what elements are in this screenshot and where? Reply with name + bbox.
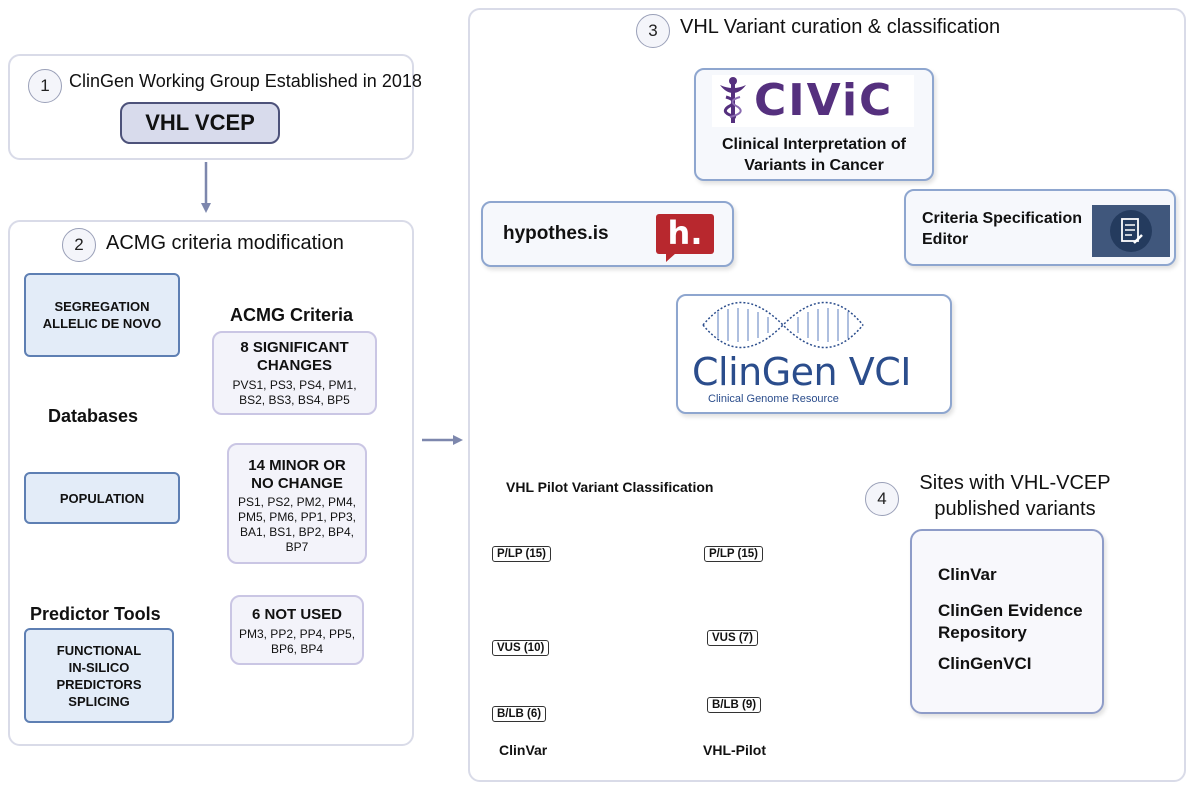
not-used-codes: PM3, PP2, PP4, PP5, BP6, BP4: [238, 627, 356, 656]
sankey-title: VHL Pilot Variant Classification: [506, 479, 714, 495]
cse-label: Criteria Specification Editor: [922, 210, 1083, 248]
civic-box: CIViC Clinical Interpretation of Variant…: [694, 68, 934, 181]
significant-changes-box: 8 SIGNIFICANT CHANGES PVS1, PS3, PS4, PM…: [212, 331, 377, 415]
clingen-vci-wordmark: ClinGen VCI: [692, 350, 911, 394]
civic-logo: CIViC: [712, 75, 914, 127]
right-label-plp: P/LP (15): [704, 546, 763, 562]
cse-box: Criteria Specification Editor: [904, 189, 1176, 266]
vhl-vcep-badge: VHL VCEP: [120, 102, 280, 144]
hypothesis-box: hypothes.is h.: [481, 201, 734, 267]
acmg-criteria-title: ACMG Criteria: [230, 305, 354, 325]
significant-changes-title: 8 SIGNIFICANT CHANGES: [240, 339, 349, 374]
right-label-vus: VUS (7): [707, 630, 758, 646]
hypothesis-logo-icon: h.: [656, 214, 714, 262]
step3-heading: VHL Variant curation & classification: [680, 16, 1001, 38]
civic-description: Clinical Interpretation of Variants in C…: [721, 136, 906, 174]
significant-changes-codes: PVS1, PS3, PS4, PM1, BS2, BS3, BS4, BP5: [232, 378, 357, 407]
caduceus-icon: [720, 77, 746, 123]
step2-heading: ACMG criteria modification: [106, 232, 344, 254]
step1-heading: ClinGen Working Group Established in 201…: [69, 71, 422, 91]
hypothesis-label: hypothes.is: [503, 223, 609, 244]
minor-change-title: 14 MINOR OR NO CHANGE: [248, 457, 346, 492]
cse-logo-icon: [1092, 205, 1170, 257]
not-used-box: 6 NOT USED PM3, PP2, PP4, PP5, BP6, BP4: [230, 595, 364, 665]
site-clinvar: ClinVar: [938, 565, 997, 584]
minor-change-codes: PS1, PS2, PM2, PM4, PM5, PM6, PP1, PP3, …: [237, 495, 357, 554]
right-label-blb: B/LB (9): [707, 697, 762, 713]
functional-box: FUNCTIONAL IN-SILICO PREDICTORS SPLICING: [24, 628, 174, 723]
not-used-title: 6 NOT USED: [251, 606, 342, 623]
dna-helix-icon: [702, 301, 864, 349]
sites-box: ClinVar ClinGen Evidence Repository Clin…: [910, 529, 1104, 714]
segregation-box: SEGREGATION ALLELIC DE NOVO: [24, 273, 180, 357]
sankey-left-axis: ClinVar: [499, 742, 548, 758]
clingen-vci-box: ClinGen VCI Clinical Genome Resource: [676, 294, 952, 414]
minor-change-box: 14 MINOR OR NO CHANGE PS1, PS2, PM2, PM4…: [227, 443, 367, 564]
databases-label: Databases: [48, 406, 139, 426]
civic-wordmark: CIViC: [754, 75, 894, 126]
clingen-vci-subtitle: Clinical Genome Resource: [708, 393, 839, 405]
predictor-tools-label: Predictor Tools: [30, 604, 161, 624]
population-box: POPULATION: [24, 472, 180, 524]
left-label-vus: VUS (10): [492, 640, 550, 656]
hypothesis-logo-text: h.: [667, 214, 703, 252]
step1-number: 1: [28, 69, 62, 103]
site-clingen-evidence-repository: ClinGen Evidence Repository: [938, 601, 1083, 642]
document-edit-icon: [1110, 210, 1152, 252]
step2-number: 2: [62, 228, 96, 262]
sankey-right-axis: VHL-Pilot: [703, 742, 766, 758]
step4-number: 4: [865, 482, 899, 516]
step3-number: 3: [636, 14, 670, 48]
step4-heading: Sites with VHL-VCEP published variants: [919, 472, 1111, 520]
site-clingenvci: ClinGenVCI: [938, 654, 1032, 673]
left-label-plp: P/LP (15): [492, 546, 551, 562]
left-label-blb: B/LB (6): [492, 706, 547, 722]
